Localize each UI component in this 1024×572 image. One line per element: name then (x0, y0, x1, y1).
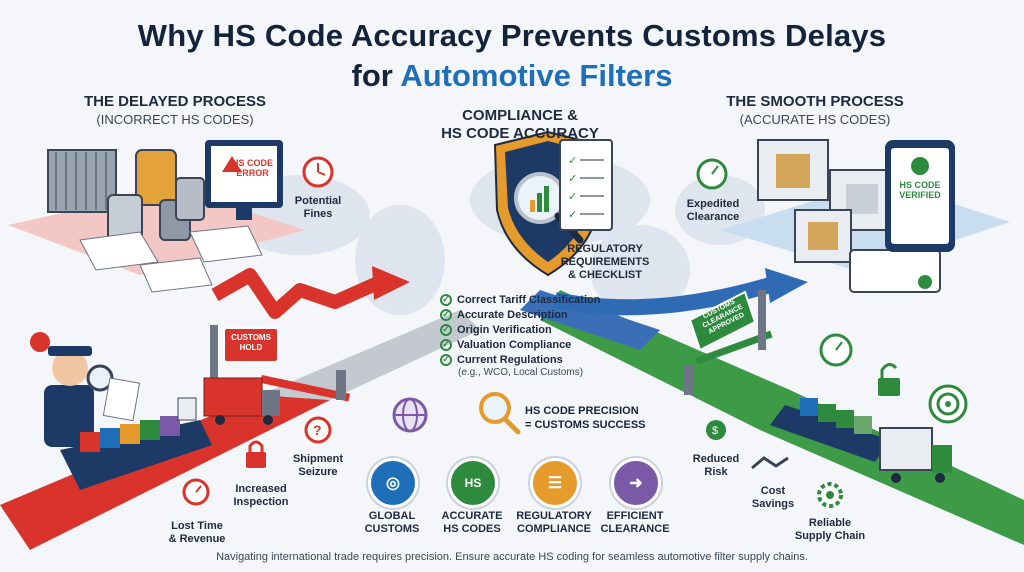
question-pin-icon: ? (304, 416, 332, 444)
svg-text:✓: ✓ (568, 208, 577, 221)
customs-hold-barrier (210, 325, 351, 402)
verified-tablet-graphic (885, 140, 955, 252)
checklist-item: ✓Accurate Description (440, 307, 600, 322)
lost-time-label: Lost Time& Revenue (168, 520, 226, 545)
check-icon: ✓ (440, 308, 452, 321)
stopwatch-icon-delayed (182, 478, 210, 506)
main-title-line2: for Automotive Filters (0, 58, 1024, 94)
compliance-title-line1: COMPLIANCE & (462, 107, 578, 124)
delayed-subtitle: (INCORRECT HS CODES) (96, 112, 254, 127)
stopwatch-icon-expedited (696, 158, 728, 190)
svg-text:✓: ✓ (568, 172, 577, 185)
check-icon: ✓ (440, 293, 452, 306)
check-icon: ✓ (440, 353, 452, 366)
compliance-title-line2: HS CODE ACCURACY (441, 125, 599, 142)
clearance-barrier (684, 290, 773, 395)
shield-globe-icon: ◎ (368, 458, 418, 508)
red-zigzag-arrow (211, 268, 383, 319)
footer-text: Navigating international trade requires … (216, 551, 808, 563)
error-monitor-graphic (205, 140, 283, 220)
svg-text:✓: ✓ (568, 154, 577, 167)
globe-network-icon (392, 397, 428, 433)
road-grey (260, 310, 480, 400)
precision-statement: HS CODE PRECISION= CUSTOMS SUCCESS (525, 405, 646, 431)
handshake-icon (751, 456, 789, 470)
unlock-icon (878, 363, 900, 396)
lock-warning-icon (246, 440, 266, 468)
smooth-subtitle: (ACCURATE HS CODES) (739, 112, 891, 127)
delayed-title: THE DELAYED PROCESS (84, 93, 266, 110)
check-icon: ✓ (440, 323, 452, 336)
truck-left-graphic (203, 377, 280, 425)
checklist-item: ✓Correct Tariff Classification (440, 292, 600, 307)
main-title-line1: Why HS Code Accuracy Prevents Customs De… (137, 18, 887, 53)
check-icon: ✓ (440, 338, 452, 351)
checklist-item: ✓Current Regulations (440, 352, 600, 367)
smooth-title: THE SMOOTH PROCESS (726, 93, 904, 110)
clipboard-icon: ☰ (530, 458, 580, 508)
compliance-checklist: ✓Correct Tariff Classification ✓Accurate… (440, 292, 600, 378)
title-highlight: Automotive Filters (400, 58, 673, 93)
red-road (0, 395, 330, 550)
cargo-ship-left-graphic (60, 397, 212, 490)
money-hand-icon: $ (706, 420, 726, 440)
checklist-note: (e.g., WCO, Local Customs) (458, 367, 584, 378)
arrow-circle-icon: ➜ (611, 458, 661, 508)
blue-curve-arrow (553, 277, 773, 316)
title-prefix: for (351, 58, 401, 93)
filters-left-graphic (47, 149, 263, 293)
clock-icon-fines (302, 156, 334, 188)
red-arrowhead (372, 266, 410, 300)
magnifier-icon (479, 392, 521, 435)
cargo-ship-right-graphic (770, 398, 890, 462)
blue-arrowhead (765, 268, 808, 303)
target-icon (928, 384, 968, 424)
svg-text:$: $ (712, 425, 718, 437)
svg-text:?: ? (313, 422, 322, 438)
compliance-shield-graphic (493, 130, 602, 277)
checklist-item: ✓Origin Verification (440, 322, 600, 337)
packages-right-graphic (757, 139, 941, 293)
stopwatch-icon-right (819, 333, 853, 367)
customs-officer-graphic (30, 332, 141, 447)
hs-badge-icon: HS (448, 458, 498, 508)
truck-right-graphic (879, 427, 952, 483)
gear-icon (817, 482, 843, 508)
checklist-item: ✓Valuation Compliance (440, 337, 600, 352)
checklist-document-graphic: ✓ ✓ ✓ ✓ (559, 139, 613, 231)
svg-text:✓: ✓ (568, 190, 577, 203)
